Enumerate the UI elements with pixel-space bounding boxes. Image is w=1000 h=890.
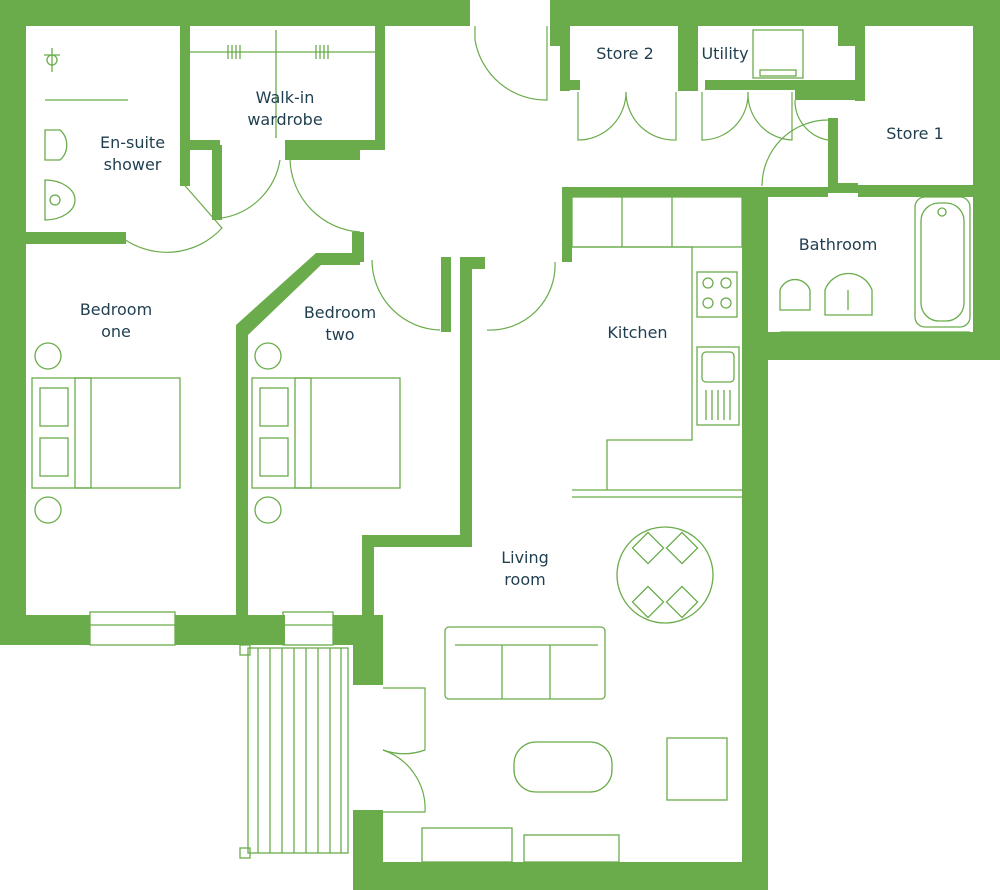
bathroom-label-line1: Bathroom bbox=[798, 235, 878, 254]
ensuite-label: En-suite shower bbox=[90, 132, 175, 176]
bedroom-two-label: Bedroom two bbox=[290, 302, 390, 346]
balcony bbox=[239, 644, 349, 859]
walkin-label: Walk-in wardrobe bbox=[230, 87, 340, 131]
walkin-label-line1: Walk-in bbox=[255, 88, 315, 107]
utility-label: Utility bbox=[695, 43, 755, 65]
bedroom-two-label-line1: Bedroom bbox=[303, 303, 377, 322]
living-room-label-line1: Living bbox=[501, 548, 549, 567]
store2-label-line1: Store 2 bbox=[596, 44, 654, 63]
bathroom-label: Bathroom bbox=[788, 234, 888, 256]
wardrobe-rails bbox=[190, 30, 375, 138]
ensuite-label-line2: shower bbox=[103, 155, 162, 174]
bedroom-one-label: Bedroom one bbox=[66, 299, 166, 343]
ensuite-fixtures bbox=[44, 48, 128, 221]
bedroom-two-label-line2: two bbox=[325, 325, 355, 344]
doors bbox=[119, 26, 829, 813]
bedroom-one-bed bbox=[31, 342, 181, 524]
windows bbox=[89, 611, 334, 646]
living-furniture bbox=[421, 626, 728, 863]
utility-appliances bbox=[752, 29, 804, 79]
bedroom-one-label-line2: one bbox=[101, 322, 131, 341]
bathroom-fixtures bbox=[779, 196, 971, 333]
utility-label-line1: Utility bbox=[701, 44, 749, 63]
store2-label: Store 2 bbox=[585, 43, 665, 65]
kitchen-units bbox=[571, 196, 743, 498]
dining-table bbox=[616, 526, 714, 624]
living-room-label-line2: room bbox=[504, 570, 546, 589]
living-room-label: Living room bbox=[485, 547, 565, 591]
kitchen-label: Kitchen bbox=[595, 322, 680, 344]
bedroom-one-label-line1: Bedroom bbox=[79, 300, 153, 319]
ensuite-label-line1: En-suite bbox=[99, 133, 166, 152]
store1-label-line1: Store 1 bbox=[886, 124, 944, 143]
store1-label: Store 1 bbox=[875, 123, 955, 145]
bedroom-two-bed bbox=[251, 342, 401, 524]
kitchen-label-line1: Kitchen bbox=[607, 323, 668, 342]
walkin-label-line2: wardrobe bbox=[247, 110, 323, 129]
